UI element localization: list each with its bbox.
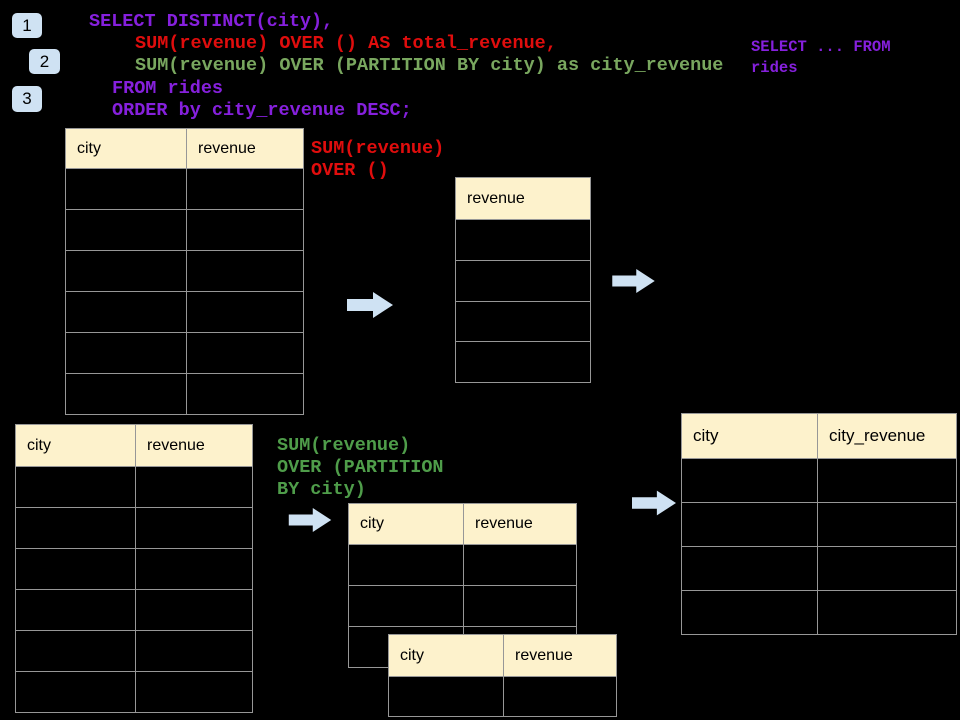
table-total-result-header: revenue bbox=[456, 178, 590, 219]
column-header-revenue: revenue bbox=[467, 189, 525, 207]
table-row bbox=[66, 168, 303, 209]
table-partitioned-overlay-header: city revenue bbox=[389, 635, 616, 676]
table-row bbox=[682, 590, 956, 634]
total-annotation-line-2: OVER () bbox=[311, 160, 389, 181]
table-row bbox=[456, 259, 590, 301]
column-header-city: city bbox=[682, 414, 818, 458]
sql-line-city-revenue: SUM(revenue) OVER (PARTITION BY city) as… bbox=[135, 55, 724, 76]
column-header-city: city bbox=[349, 504, 464, 544]
table-row bbox=[456, 300, 590, 342]
table-partitioned-overlay: city revenue bbox=[388, 634, 617, 717]
table-row bbox=[682, 502, 956, 546]
sql-line-select: SELECT DISTINCT(city), bbox=[89, 11, 334, 32]
table-source-top: city revenue bbox=[65, 128, 304, 415]
table-row bbox=[682, 458, 956, 502]
partition-annotation-line-2: OVER (PARTITION bbox=[277, 457, 444, 478]
table-city-revenue-result: city city_revenue bbox=[681, 413, 957, 635]
column-header-revenue: revenue bbox=[475, 515, 533, 532]
table-row bbox=[349, 585, 576, 626]
sql-line-from: FROM rides bbox=[112, 78, 224, 99]
table-row bbox=[16, 630, 252, 671]
table-row bbox=[16, 548, 252, 589]
table-row bbox=[682, 546, 956, 590]
column-header-city-revenue: city_revenue bbox=[829, 426, 926, 445]
column-header-city: city bbox=[66, 129, 187, 168]
side-note-line-1: SELECT ... FROM bbox=[751, 38, 891, 56]
total-annotation-line-1: SUM(revenue) bbox=[311, 138, 445, 159]
partition-annotation-line-1: SUM(revenue) bbox=[277, 435, 411, 456]
step-badge-3: 3 bbox=[12, 86, 42, 112]
flow-arrow-right-icon bbox=[288, 508, 332, 532]
column-header-revenue: revenue bbox=[515, 646, 573, 664]
partition-annotation-line-3: BY city) bbox=[277, 479, 366, 500]
table-row bbox=[66, 209, 303, 250]
table-row bbox=[16, 466, 252, 507]
table-source-top-header: city revenue bbox=[66, 129, 303, 168]
table-row bbox=[16, 507, 252, 548]
step-badge-1: 1 bbox=[12, 13, 42, 38]
table-row bbox=[16, 671, 252, 712]
sql-line-total-revenue: SUM(revenue) OVER () AS total_revenue, bbox=[135, 33, 557, 54]
sql-line-order-by: ORDER by city_revenue DESC; bbox=[112, 100, 412, 121]
flow-arrow-right-icon bbox=[611, 269, 656, 293]
table-row bbox=[66, 332, 303, 373]
step-badge-2: 2 bbox=[29, 49, 60, 74]
column-header-city: city bbox=[16, 425, 136, 466]
table-row bbox=[66, 291, 303, 332]
table-partitioned-header: city revenue bbox=[349, 504, 576, 544]
table-row bbox=[349, 544, 576, 585]
table-row bbox=[16, 589, 252, 630]
table-city-revenue-result-header: city city_revenue bbox=[682, 414, 956, 458]
column-header-revenue: revenue bbox=[198, 139, 256, 157]
column-header-city: city bbox=[389, 635, 504, 676]
flow-arrow-right-icon bbox=[347, 292, 393, 318]
table-source-bottom: city revenue bbox=[15, 424, 253, 713]
table-total-result: revenue bbox=[455, 177, 591, 383]
table-row bbox=[66, 250, 303, 291]
table-source-bottom-header: city revenue bbox=[16, 425, 252, 466]
table-row bbox=[456, 219, 590, 260]
table-row bbox=[389, 676, 616, 716]
column-header-revenue: revenue bbox=[147, 436, 205, 454]
table-row bbox=[66, 373, 303, 414]
flow-arrow-right-icon bbox=[632, 490, 676, 516]
table-row bbox=[456, 341, 590, 382]
side-note-line-2: rides bbox=[751, 59, 798, 77]
